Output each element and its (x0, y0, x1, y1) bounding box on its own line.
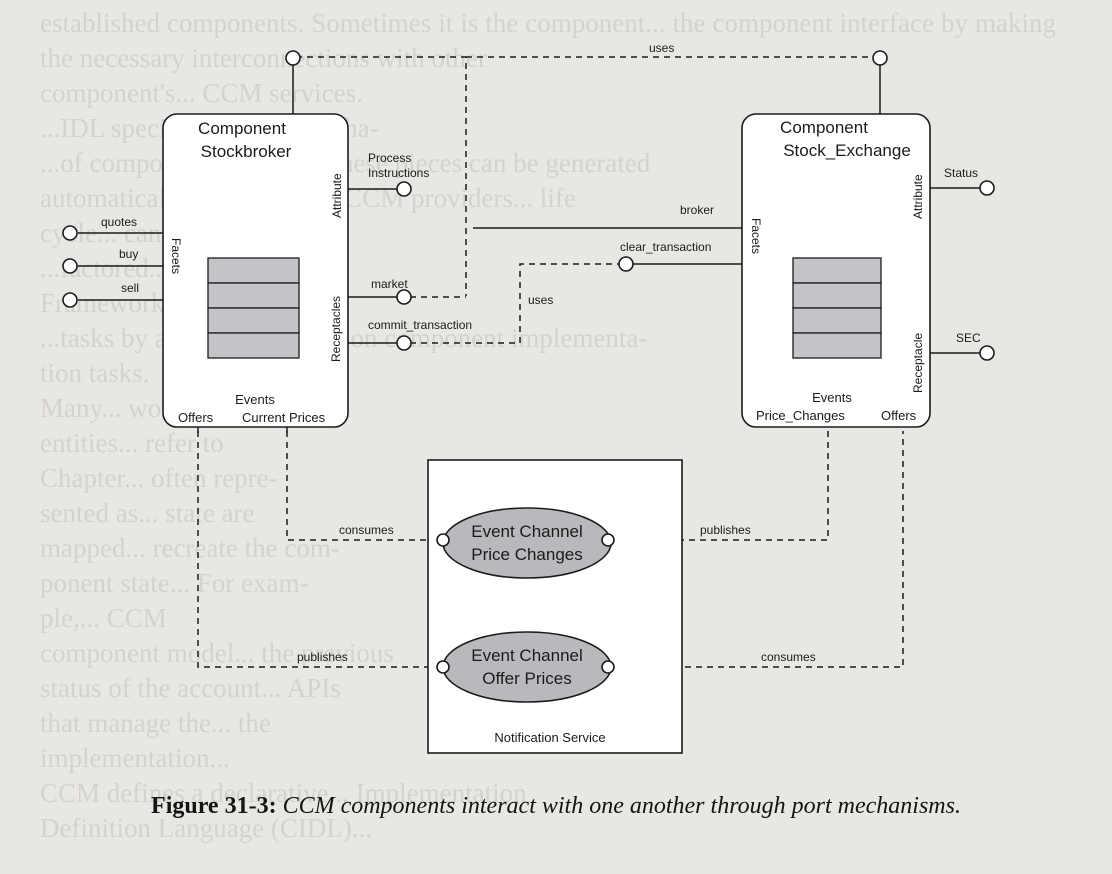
bleed-line: component model... the previous (40, 638, 394, 668)
offer-channel-line1: Event Channel (471, 646, 583, 665)
market-receptacle-port[interactable] (396, 289, 412, 305)
stockbroker-uses-port[interactable] (285, 50, 301, 66)
bleed-line: entities... refer to (40, 428, 224, 458)
price-channel-consume-port[interactable] (436, 533, 450, 547)
stock-exchange-event-sink-label: Offers (881, 408, 917, 423)
consumes-left-connection (286, 431, 443, 541)
bleed-line: ple,... CCM (40, 603, 167, 633)
stockbroker-event-sink-label: Offers (178, 410, 214, 425)
stock-exchange-facets-label: Facets (749, 218, 763, 254)
stockbroker-receptacles-label: Receptacles (329, 296, 343, 362)
stockbroker-facets-label: Facets (169, 238, 183, 274)
market-label: market (371, 277, 408, 291)
buy-label: buy (119, 247, 138, 261)
bleed-line: established components. Sometimes it is … (40, 8, 1056, 73)
uses-top-label: uses (649, 41, 674, 55)
stockbroker-title-line2: Stockbroker (201, 142, 292, 161)
bleed-line: status of the account... APIs (40, 673, 341, 703)
status-label: Status (944, 166, 978, 180)
price-channel-line2: Price Changes (471, 545, 583, 564)
quotes-facet-port[interactable] (62, 225, 78, 241)
stock-exchange-event-stack (792, 257, 882, 359)
quotes-label: quotes (101, 215, 137, 229)
publishes-right-label: publishes (700, 523, 751, 537)
sell-facet-port[interactable] (62, 292, 78, 308)
buy-facet-port[interactable] (62, 258, 78, 274)
caption-label: Figure 31-3: (151, 793, 277, 819)
status-attribute-port[interactable] (979, 180, 995, 196)
consumes-right-connection (608, 431, 904, 668)
stock-exchange-title-line1: Component (780, 118, 868, 137)
consumes-right-label: consumes (761, 650, 816, 664)
uses-mid-label: uses (528, 293, 553, 307)
price-channel-publish-port[interactable] (601, 533, 615, 547)
bleed-line: implementation... (40, 743, 230, 773)
clear-transaction-port[interactable] (618, 256, 634, 272)
bleed-line: sented as... state are (40, 498, 255, 528)
stock-exchange-title-line2: Stock_Exchange (783, 141, 911, 160)
notification-service-label: Notification Service (494, 730, 605, 745)
price-channel-line1: Event Channel (471, 522, 583, 541)
process-instructions-port[interactable] (396, 181, 412, 197)
commit-transaction-port[interactable] (396, 335, 412, 351)
bleed-line: Chapter... often repre- (40, 463, 278, 493)
stock-exchange-events-label: Events (812, 390, 852, 405)
event-channel-offer-prices (442, 631, 612, 703)
stock-exchange-event-source-label: Price_Changes (756, 408, 845, 423)
bleed-line: that manage the... the (40, 708, 271, 738)
event-channel-price-changes (442, 507, 612, 579)
stock-exchange-receptacle-label: Receptacle (911, 333, 925, 393)
consumes-left-label: consumes (339, 523, 394, 537)
stock-exchange-attribute-label: Attribute (911, 174, 925, 219)
process-instructions-label-2: Instructions (368, 166, 429, 180)
notification-service-box (427, 459, 683, 754)
bleed-line: Definition Language (CIDL)... (40, 813, 373, 843)
bleed-line: CCM defines a declarative... Implementat… (40, 778, 527, 808)
publishes-left-connection (197, 431, 443, 668)
offer-channel-line2: Offer Prices (482, 669, 571, 688)
process-instructions-label-1: Process (368, 151, 411, 165)
stockbroker-event-source-label: Current Prices (242, 410, 326, 425)
publishes-left-label: publishes (297, 650, 348, 664)
stock-exchange-uses-port[interactable] (872, 50, 888, 66)
broker-label: broker (680, 203, 714, 217)
sec-label: SEC (956, 331, 981, 345)
stockbroker-event-stack (207, 257, 300, 359)
figure-caption: Figure 31-3: CCM components interact wit… (0, 790, 1112, 823)
bleed-line: tion tasks. (40, 358, 150, 388)
commit-transaction-label: commit_transaction (368, 318, 472, 332)
bleed-line: component's... CCM services. (40, 78, 363, 108)
stockbroker-title-line1: Component (198, 119, 286, 138)
bleed-line: ponent state... For exam- (40, 568, 309, 598)
uses-top-connection-right (466, 56, 881, 65)
offer-channel-publish-port[interactable] (436, 660, 450, 674)
clear-transaction-label: clear_transaction (620, 240, 711, 254)
sec-receptacle-port[interactable] (979, 345, 995, 361)
offer-channel-consume-port[interactable] (601, 660, 615, 674)
commit-transaction-connection (410, 263, 620, 344)
sell-label: sell (121, 281, 139, 295)
caption-text: CCM components interact with one another… (282, 793, 961, 819)
bleed-line: mapped... recreate the com- (40, 533, 340, 563)
stockbroker-events-label: Events (235, 392, 275, 407)
stockbroker-attribute-label: Attribute (330, 173, 344, 218)
